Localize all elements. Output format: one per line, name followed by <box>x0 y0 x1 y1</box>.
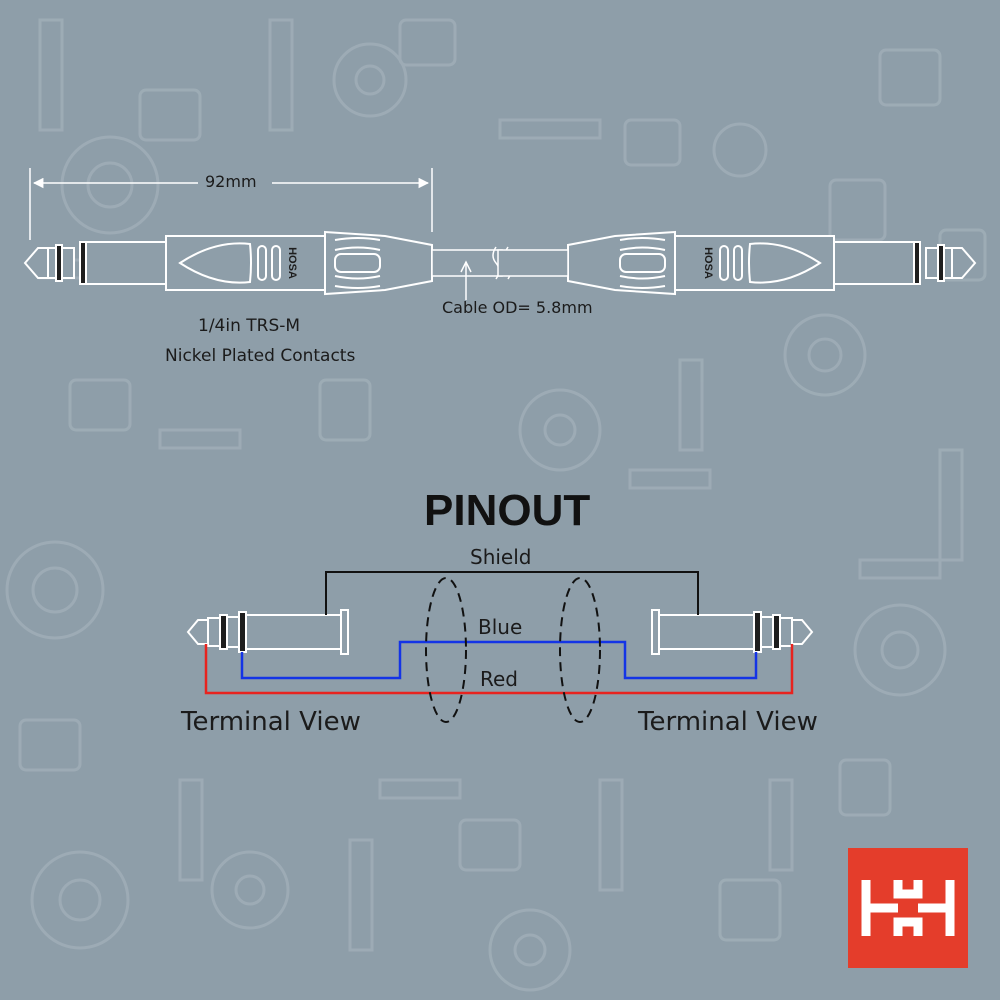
shield-wire-label: Shield <box>470 545 532 569</box>
hosa-logo-mark <box>861 880 955 936</box>
dimension-arrow-icon <box>29 168 433 240</box>
cable-shield-ellipses <box>425 577 601 723</box>
connector-brand-text-left: HOSA <box>286 247 298 279</box>
hosa-logo <box>848 848 968 968</box>
red-wire-label: Red <box>480 667 518 691</box>
terminal-view-left-label: Terminal View <box>181 707 361 737</box>
trs-plug-icon <box>651 609 814 655</box>
terminal-view-right-label: Terminal View <box>638 707 818 737</box>
trs-plug-icon <box>186 609 349 655</box>
length-dimension-label: 92mm <box>205 172 257 191</box>
trs-plug-icon <box>497 230 977 296</box>
contacts-label: Nickel Plated Contacts <box>165 346 356 366</box>
connector-type-label: 1/4in TRS-M <box>198 316 301 336</box>
trs-plug-icon <box>23 230 503 296</box>
cable-od-label: Cable OD= 5.8mm <box>442 298 593 317</box>
connector-brand-text-right: HOSA <box>702 247 714 279</box>
pinout-title: PINOUT <box>424 486 591 535</box>
red-wire <box>204 644 794 695</box>
shield-wire <box>325 571 699 615</box>
blue-wire-label: Blue <box>478 615 523 639</box>
